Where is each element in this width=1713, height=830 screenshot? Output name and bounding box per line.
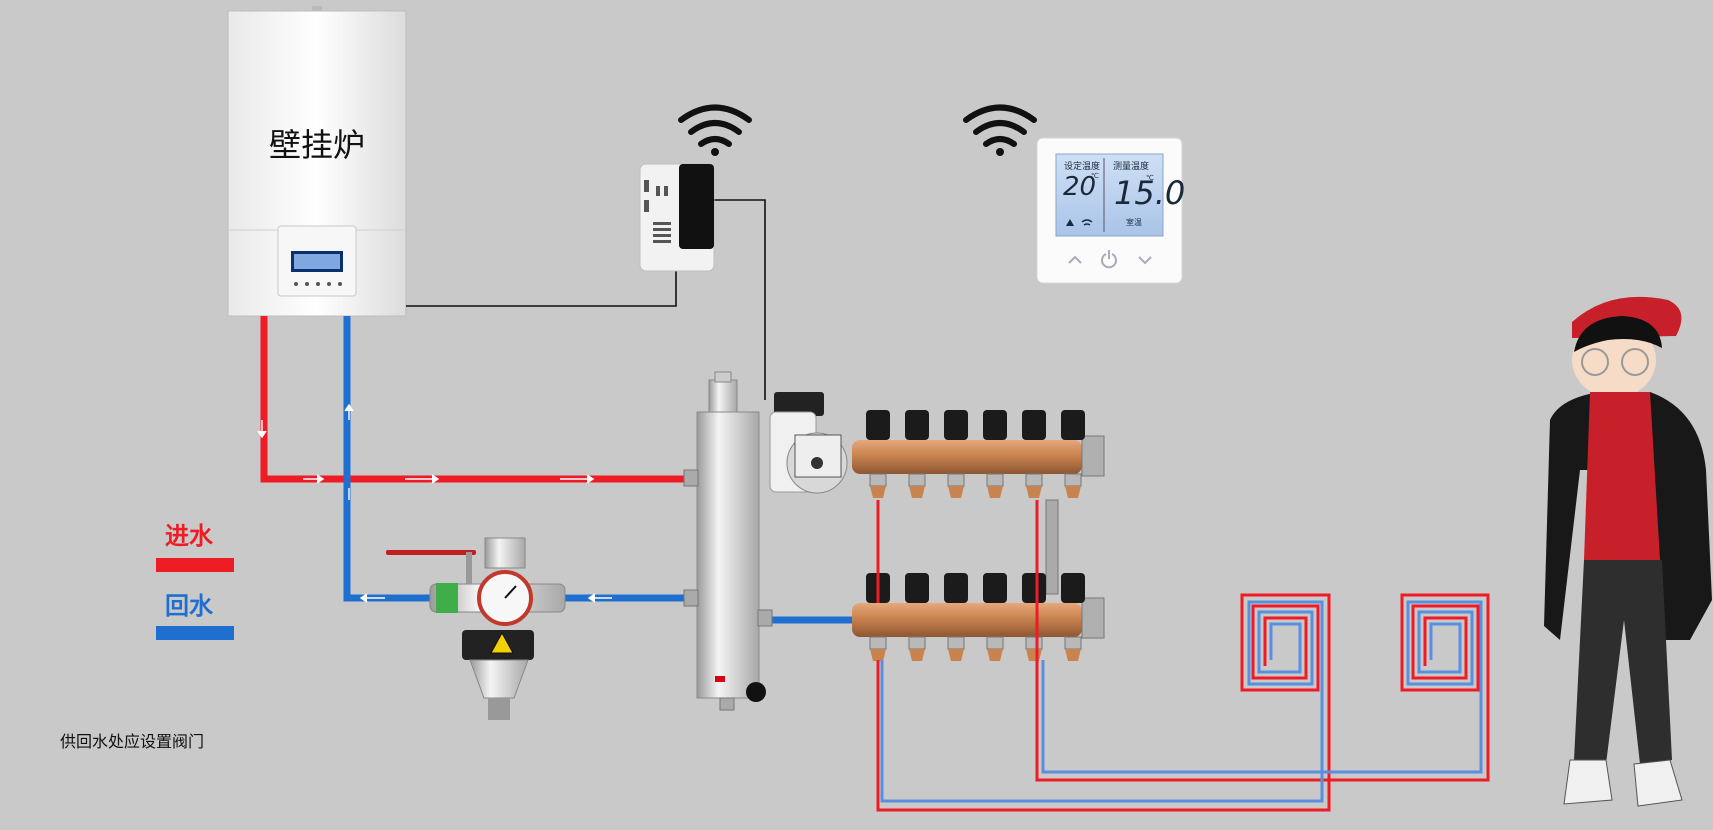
outlet-nozzle bbox=[909, 649, 925, 661]
power-icon[interactable] bbox=[1101, 250, 1117, 269]
supply-legend-label: 进水 bbox=[165, 522, 213, 550]
floor-heating-loops bbox=[876, 500, 1490, 812]
outlet-nut bbox=[986, 473, 1004, 487]
boiler-title: 壁挂炉 bbox=[268, 126, 365, 164]
supply-legend-swatch bbox=[156, 558, 234, 572]
warning-icon bbox=[490, 631, 514, 654]
flow-arrows bbox=[257, 403, 612, 603]
outlet-nozzle bbox=[987, 649, 1003, 661]
outlet-nozzle bbox=[948, 486, 964, 498]
thermostat-set-label: 设定温度 bbox=[1064, 162, 1101, 172]
outlet-nozzle bbox=[1065, 649, 1081, 661]
outlet-nut bbox=[908, 473, 926, 487]
outlet-nut bbox=[947, 473, 965, 487]
thermostat-lcd bbox=[1055, 153, 1164, 237]
wifi-icon bbox=[678, 104, 752, 156]
circulation-pump bbox=[769, 392, 848, 494]
outlet-nozzle bbox=[1026, 649, 1042, 661]
valve-cap bbox=[1022, 573, 1046, 603]
valve-cap bbox=[1061, 410, 1085, 440]
valve-cap bbox=[866, 410, 890, 440]
chevron-down-icon[interactable] bbox=[1138, 256, 1152, 265]
valve-cap bbox=[905, 410, 929, 440]
outlet-nozzle bbox=[948, 649, 964, 661]
thermostat-set-value: 20 bbox=[1063, 172, 1097, 202]
outlet-nozzle bbox=[987, 486, 1003, 498]
valve-cap bbox=[1022, 410, 1046, 440]
supply-pipe bbox=[260, 316, 684, 483]
outlet-nozzle bbox=[870, 486, 886, 498]
smart-receiver bbox=[639, 163, 715, 272]
valve-cap bbox=[944, 410, 968, 440]
outlet-nut bbox=[1064, 636, 1082, 650]
outlet-nut bbox=[1025, 473, 1043, 487]
control-wiring bbox=[406, 199, 766, 400]
thermostat-measured-label: 测量温度 bbox=[1113, 162, 1150, 172]
supply-manifold bbox=[852, 435, 1105, 477]
thermostat-measured-value: 15.0 bbox=[1114, 174, 1186, 212]
outlet-nut bbox=[947, 636, 965, 650]
thermostat bbox=[1036, 137, 1183, 284]
outlet-nut bbox=[869, 636, 887, 650]
outlet-nozzle bbox=[1065, 486, 1081, 498]
mascot-character bbox=[1544, 296, 1712, 807]
outlet-nut bbox=[869, 473, 887, 487]
return-manifold bbox=[852, 499, 1105, 639]
flame-icon bbox=[1066, 219, 1074, 226]
valve-note: 供回水处应设置阀门 bbox=[60, 732, 205, 751]
chevron-up-icon[interactable] bbox=[1068, 255, 1082, 264]
thermostat-room-label: 室温 bbox=[1126, 218, 1142, 227]
valve-group bbox=[386, 537, 566, 720]
thermostat-set-unit: ℃ bbox=[1091, 172, 1099, 180]
outlet-nozzle bbox=[870, 649, 886, 661]
valve-cap bbox=[1061, 573, 1085, 603]
valve-cap bbox=[983, 573, 1007, 603]
outlet-nut bbox=[1064, 473, 1082, 487]
return-legend-label: 回水 bbox=[165, 592, 213, 620]
outlet-nozzle bbox=[1026, 486, 1042, 498]
wall-boiler bbox=[227, 6, 407, 317]
legend bbox=[156, 558, 234, 640]
wifi-icon bbox=[1081, 219, 1093, 226]
valve-cap bbox=[905, 573, 929, 603]
outlet-nut bbox=[986, 636, 1004, 650]
wifi-icon bbox=[963, 104, 1037, 156]
outlet-nut bbox=[908, 636, 926, 650]
valve-cap bbox=[944, 573, 968, 603]
hydraulic-separator bbox=[683, 371, 773, 711]
valve-cap bbox=[983, 410, 1007, 440]
outlet-nut bbox=[1025, 636, 1043, 650]
thermostat-measured-unit: ℃ bbox=[1146, 174, 1154, 182]
return-legend-swatch bbox=[156, 626, 234, 640]
outlet-nozzle bbox=[909, 486, 925, 498]
manifold-ports bbox=[866, 410, 1085, 661]
